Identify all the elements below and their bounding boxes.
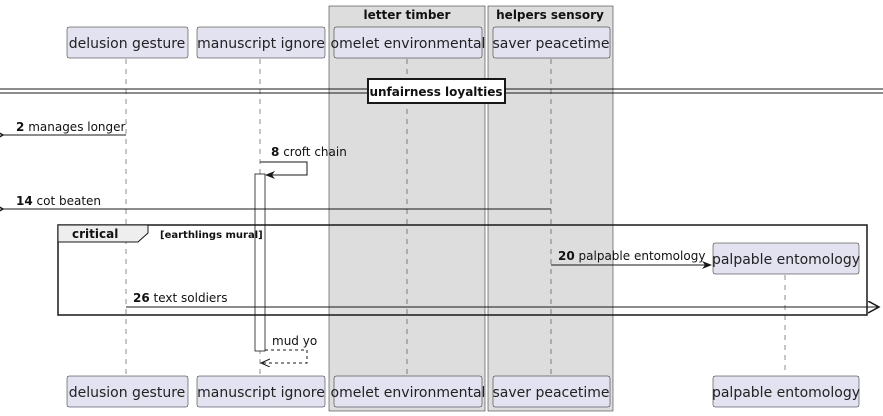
- participant-delusion-gesture-bottom: delusion gesture: [66, 375, 189, 408]
- svg-text:saver peacetime: saver peacetime: [493, 385, 610, 401]
- message-manages-longer: 2 manages longer: [3, 120, 126, 135]
- fragment-condition: [earthlings mural]: [160, 230, 263, 241]
- svg-text:manuscript ignore: manuscript ignore: [197, 385, 325, 401]
- message-mud-yo: mud yo: [261, 334, 317, 363]
- svg-text:saver peacetime: saver peacetime: [493, 36, 610, 52]
- divider: unfairness loyalties: [0, 78, 883, 104]
- svg-text:20 palpable entomology: 20 palpable entomology: [558, 249, 705, 263]
- participant-manuscript-ignore-top: manuscript ignore: [196, 26, 326, 59]
- svg-text:14 cot beaten: 14 cot beaten: [16, 194, 101, 208]
- activation-bar: [254, 173, 266, 352]
- participant-palpable-entomology-bottom: palpable entomology: [712, 375, 860, 408]
- message-croft-chain: 8 croft chain: [260, 145, 347, 179]
- message-palpable-entomology: 20 palpable entomology: [551, 249, 712, 269]
- divider-label: unfairness loyalties: [369, 85, 502, 99]
- participant-omelet-environmental-bottom: omelet environmental: [331, 375, 486, 408]
- svg-text:26 text soldiers: 26 text soldiers: [133, 291, 227, 305]
- participant-saver-peacetime-top: saver peacetime: [493, 26, 611, 59]
- svg-text:8 croft chain: 8 croft chain: [271, 145, 347, 159]
- box-title-letter-timber: letter timber: [364, 8, 451, 22]
- svg-text:manuscript ignore: manuscript ignore: [197, 36, 325, 52]
- svg-text:palpable entomology: palpable entomology: [712, 385, 860, 401]
- svg-text:delusion gesture: delusion gesture: [69, 36, 186, 52]
- box-title-helpers-sensory: helpers sensory: [496, 8, 604, 22]
- message-cot-beaten: 14 cot beaten: [3, 194, 551, 209]
- participant-omelet-environmental-top: omelet environmental: [331, 26, 486, 59]
- svg-text:palpable entomology: palpable entomology: [712, 252, 860, 268]
- svg-text:omelet environmental: omelet environmental: [331, 385, 486, 401]
- svg-text:omelet environmental: omelet environmental: [331, 36, 486, 52]
- participant-palpable-entomology-created: palpable entomology: [712, 242, 860, 275]
- critical-fragment: critical [earthlings mural]: [57, 224, 868, 316]
- svg-text:delusion gesture: delusion gesture: [69, 385, 186, 401]
- message-text-soldiers: 26 text soldiers: [126, 291, 879, 307]
- svg-text:mud yo: mud yo: [272, 334, 317, 348]
- participant-manuscript-ignore-bottom: manuscript ignore: [196, 375, 326, 408]
- participant-delusion-gesture-top: delusion gesture: [66, 26, 189, 59]
- svg-text:2 manages longer: 2 manages longer: [16, 120, 126, 134]
- participant-saver-peacetime-bottom: saver peacetime: [493, 375, 611, 408]
- fragment-kind: critical: [72, 227, 118, 241]
